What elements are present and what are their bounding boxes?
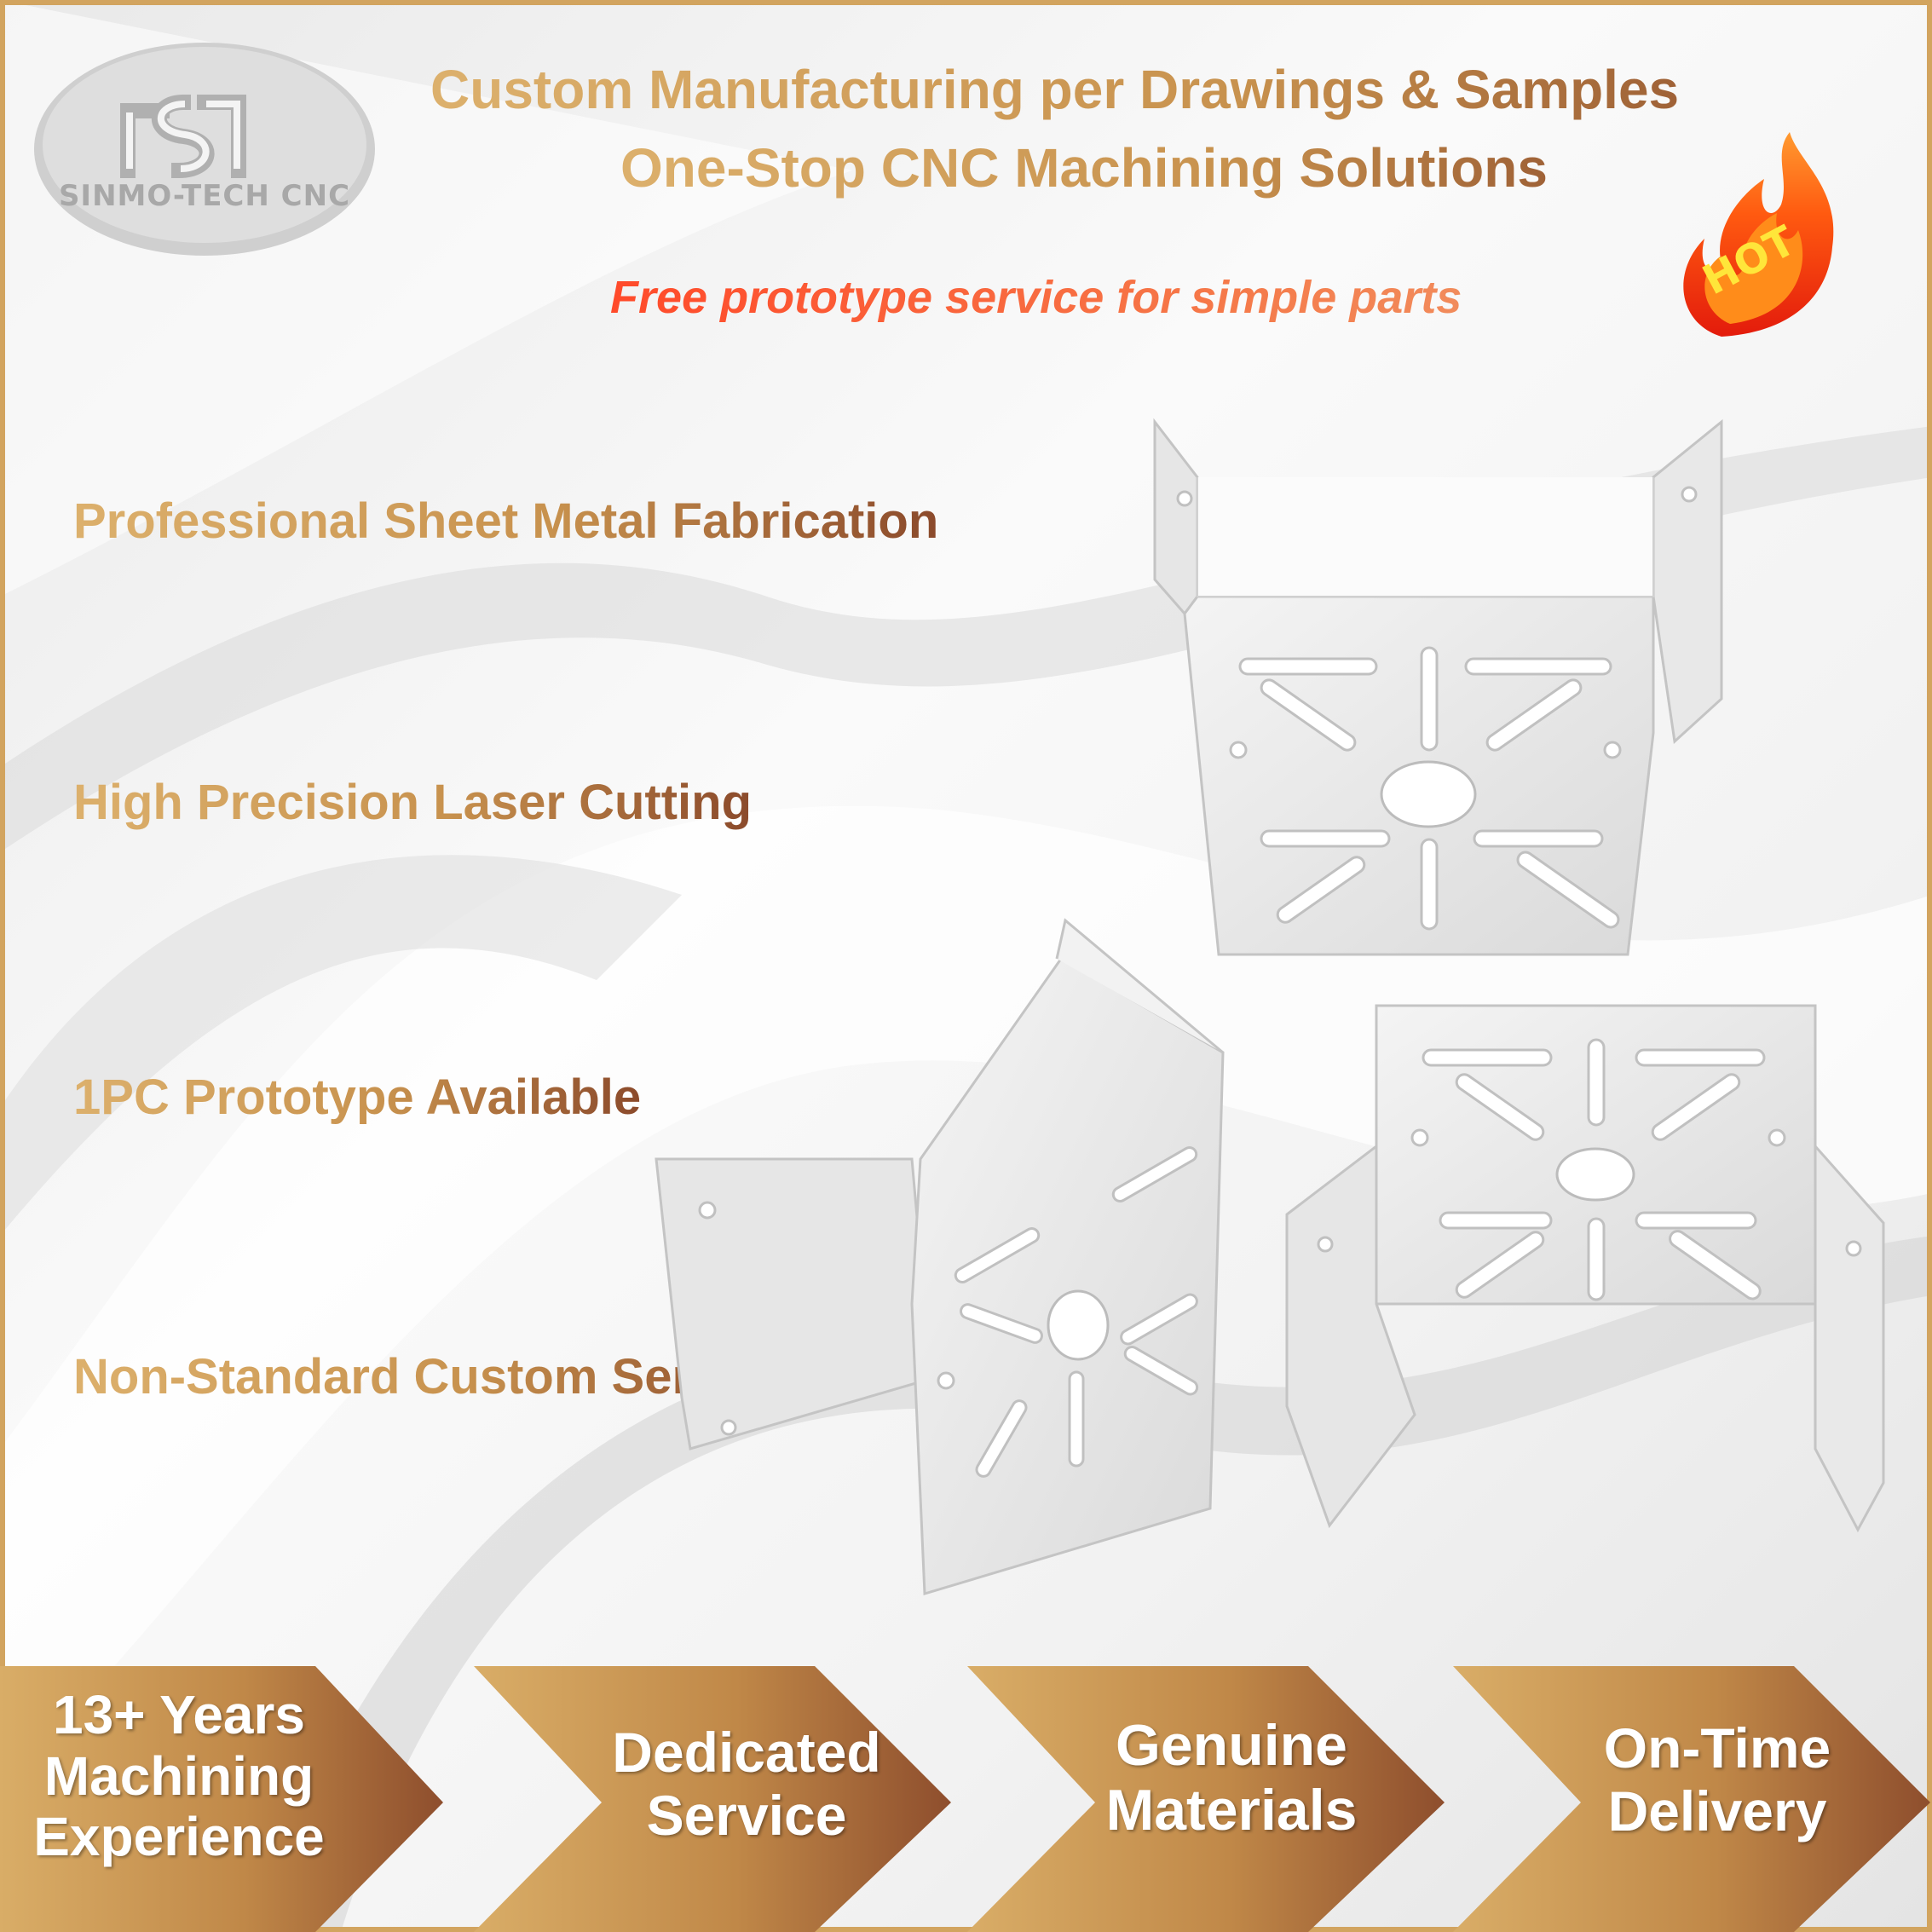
badge-on-time-delivery: On-Time Delivery <box>1453 1666 1932 1932</box>
badge-experience: 13+ Years Machining Experience <box>0 1666 443 1932</box>
badge-dedicated-line-1: Dedicated <box>612 1721 881 1784</box>
badge-dedicated-service: Dedicated Service <box>474 1666 951 1932</box>
badge-experience-line-2: Machining <box>43 1745 314 1807</box>
feature-custom-service: Non-Standard Custom Service <box>73 1349 787 1404</box>
logo-brand-text: SINMO-TECH CNC <box>58 179 351 213</box>
headline-line-1: Custom Manufacturing per Drawings & Samp… <box>430 58 1896 121</box>
badge-genuine-line-2: Materials <box>1105 1778 1358 1843</box>
feature-laser-cutting: High Precision Laser Cutting <box>73 775 752 830</box>
badge-experience-line-1: 13+ Years <box>52 1684 306 1745</box>
badge-genuine-line-1: Genuine <box>1115 1713 1348 1778</box>
feature-prototype: 1PC Prototype Available <box>73 1070 642 1125</box>
badge-experience-line-3: Experience <box>33 1806 325 1868</box>
bracket-top <box>1153 418 1723 956</box>
headline-line-2: One-Stop CNC Machining Solutions <box>620 136 1711 199</box>
badge-ontime-line-2: Delivery <box>1607 1779 1827 1843</box>
badge-ontime-line-1: On-Time <box>1603 1716 1831 1779</box>
bracket-bottom-left <box>655 918 1225 1595</box>
hot-flame-icon: HOT <box>1683 132 1834 337</box>
bracket-bottom-right <box>1285 1004 1885 1533</box>
promo-text: Free prototype service for simple parts <box>610 271 1650 324</box>
feature-sheet-metal: Professional Sheet Metal Fabrication <box>73 493 939 549</box>
sinmo-logo-icon <box>34 43 375 256</box>
badge-dedicated-line-2: Service <box>646 1783 847 1847</box>
badge-genuine-materials: Genuine Materials <box>967 1666 1445 1932</box>
